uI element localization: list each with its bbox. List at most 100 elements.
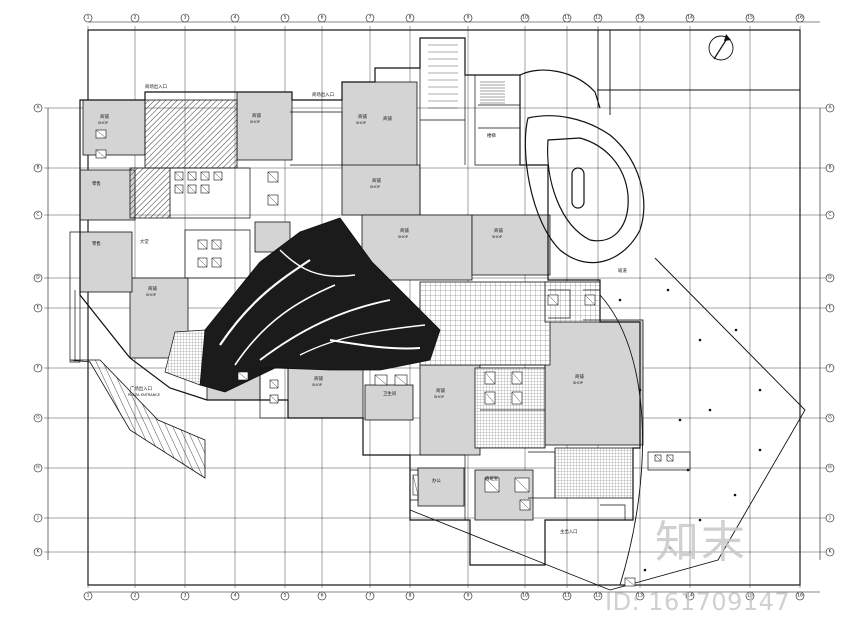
svg-text:商铺: 商铺: [100, 113, 109, 120]
svg-text:商铺: 商铺: [494, 227, 503, 234]
grid-col-label: 3: [184, 593, 187, 599]
grid-col-label: 5: [284, 15, 287, 21]
grid-row-label: D: [828, 275, 832, 281]
grid-col-label: 15: [747, 15, 753, 21]
grid-row-label: E: [829, 305, 832, 311]
grid-row-label: G: [36, 415, 40, 421]
grid-row-label: B: [36, 165, 39, 171]
watermark-logo: 知末: [655, 517, 747, 568]
svg-text:值班室: 值班室: [485, 475, 499, 482]
grid-row-label: A: [36, 105, 40, 111]
east-plaza: [409, 30, 806, 591]
grid-col-label: 13: [637, 15, 643, 21]
grid-col-label: 8: [409, 593, 412, 599]
grid-row-label: C: [828, 212, 831, 218]
grid-row-label: K: [829, 549, 833, 555]
svg-text:坡道: 坡道: [618, 267, 627, 274]
grid-col-label: 2: [134, 15, 137, 21]
plaza-dots: [618, 288, 762, 572]
grid-col-label: 6: [321, 15, 324, 21]
svg-text:商铺: 商铺: [383, 115, 392, 122]
grid-row-label: D: [36, 275, 40, 281]
svg-text:SHOP: SHOP: [250, 120, 261, 124]
svg-text:商场出入口: 商场出入口: [312, 91, 334, 98]
svg-text:楼梯: 楼梯: [487, 132, 496, 139]
svg-text:SHOP: SHOP: [398, 235, 409, 239]
svg-text:SHOP: SHOP: [370, 185, 381, 189]
grid-col-label: 3: [184, 15, 187, 21]
svg-text:商铺: 商铺: [314, 375, 323, 382]
svg-text:SHOP: SHOP: [573, 381, 584, 385]
grid-col-label: 16: [797, 15, 803, 21]
grid-row-label: E: [37, 305, 40, 311]
grid-row-label: B: [828, 165, 831, 171]
north-arrow: [708, 34, 734, 61]
grid-row-label: J: [828, 515, 830, 521]
grid-col-label: 5: [284, 593, 287, 599]
grid-col-label: 8: [409, 15, 412, 21]
building-outline: [79, 37, 645, 566]
svg-text:零售: 零售: [92, 240, 101, 247]
svg-text:PLAZA ENTRANCE: PLAZA ENTRANCE: [128, 393, 161, 397]
grid-col-label: 9: [467, 593, 470, 599]
grid-col-label: 10: [522, 593, 528, 599]
svg-text:SHOP: SHOP: [492, 235, 503, 239]
svg-text:商铺: 商铺: [436, 387, 445, 394]
svg-text:SHOP: SHOP: [356, 121, 367, 125]
grid-col-label: 16: [797, 593, 803, 599]
grid-col-label: 11: [564, 15, 570, 21]
svg-text:商铺: 商铺: [148, 285, 157, 292]
grid-col-label: 6: [321, 593, 324, 599]
grid-row-label: H: [36, 465, 39, 471]
svg-text:商铺: 商铺: [372, 177, 381, 184]
grid-row-label: C: [36, 212, 39, 218]
grid-col-label: 9: [467, 15, 470, 21]
svg-text:广场出入口: 广场出入口: [130, 385, 152, 392]
sculptural-atrium: [164, 217, 441, 393]
grid-row-label: K: [37, 549, 41, 555]
grid-row-label: H: [828, 465, 831, 471]
axis-grid: 1122334455667788991010111112121313141415…: [33, 13, 835, 601]
svg-text:主出入口: 主出入口: [560, 528, 578, 535]
svg-text:SHOP: SHOP: [98, 121, 109, 125]
grid-col-label: 7: [369, 593, 372, 599]
svg-text:商场出入口: 商场出入口: [145, 83, 167, 90]
grid-col-label: 10: [522, 15, 528, 21]
grid-col-label: 4: [234, 593, 237, 599]
grid-col-label: 1: [87, 593, 90, 599]
svg-text:商铺: 商铺: [400, 227, 409, 234]
atrium-floor: [419, 281, 634, 499]
hatched-areas: [69, 99, 238, 479]
svg-text:零售: 零售: [92, 180, 101, 187]
svg-text:SHOP: SHOP: [146, 293, 157, 297]
grid-col-label: 14: [687, 15, 693, 21]
grid-row-label: F: [37, 365, 40, 371]
grid-row-label: J: [36, 515, 38, 521]
svg-text:大堂: 大堂: [140, 238, 149, 245]
grid-col-label: 12: [595, 15, 601, 21]
grid-col-label: 4: [234, 15, 237, 21]
interior-walls: [69, 38, 691, 521]
grid-col-label: 15: [747, 593, 753, 599]
grid-row-label: G: [828, 415, 832, 421]
grid-col-label: 1: [87, 15, 90, 21]
svg-text:卫生间: 卫生间: [383, 390, 396, 397]
grid-row-label: A: [828, 105, 832, 111]
svg-text:商铺: 商铺: [252, 112, 261, 119]
svg-text:商铺: 商铺: [358, 113, 367, 120]
svg-text:办公: 办公: [432, 477, 441, 484]
grid-row-label: F: [829, 365, 832, 371]
small-fixtures: [95, 44, 674, 587]
grid-col-label: 14: [687, 593, 693, 599]
grid-col-label: 2: [134, 593, 137, 599]
shaded-rooms: [79, 81, 644, 521]
grid-col-label: 7: [369, 15, 372, 21]
room-labels: 商场出入口 商场出入口 广场出入口 PLAZA ENTRANCE 商铺 SHOP…: [92, 83, 627, 535]
grid-col-label: 13: [637, 593, 643, 599]
grid-col-label: 11: [564, 593, 570, 599]
watermark-id: ID: 161709147: [605, 588, 791, 616]
grid-col-label: 12: [595, 593, 601, 599]
svg-text:SHOP: SHOP: [312, 383, 323, 387]
